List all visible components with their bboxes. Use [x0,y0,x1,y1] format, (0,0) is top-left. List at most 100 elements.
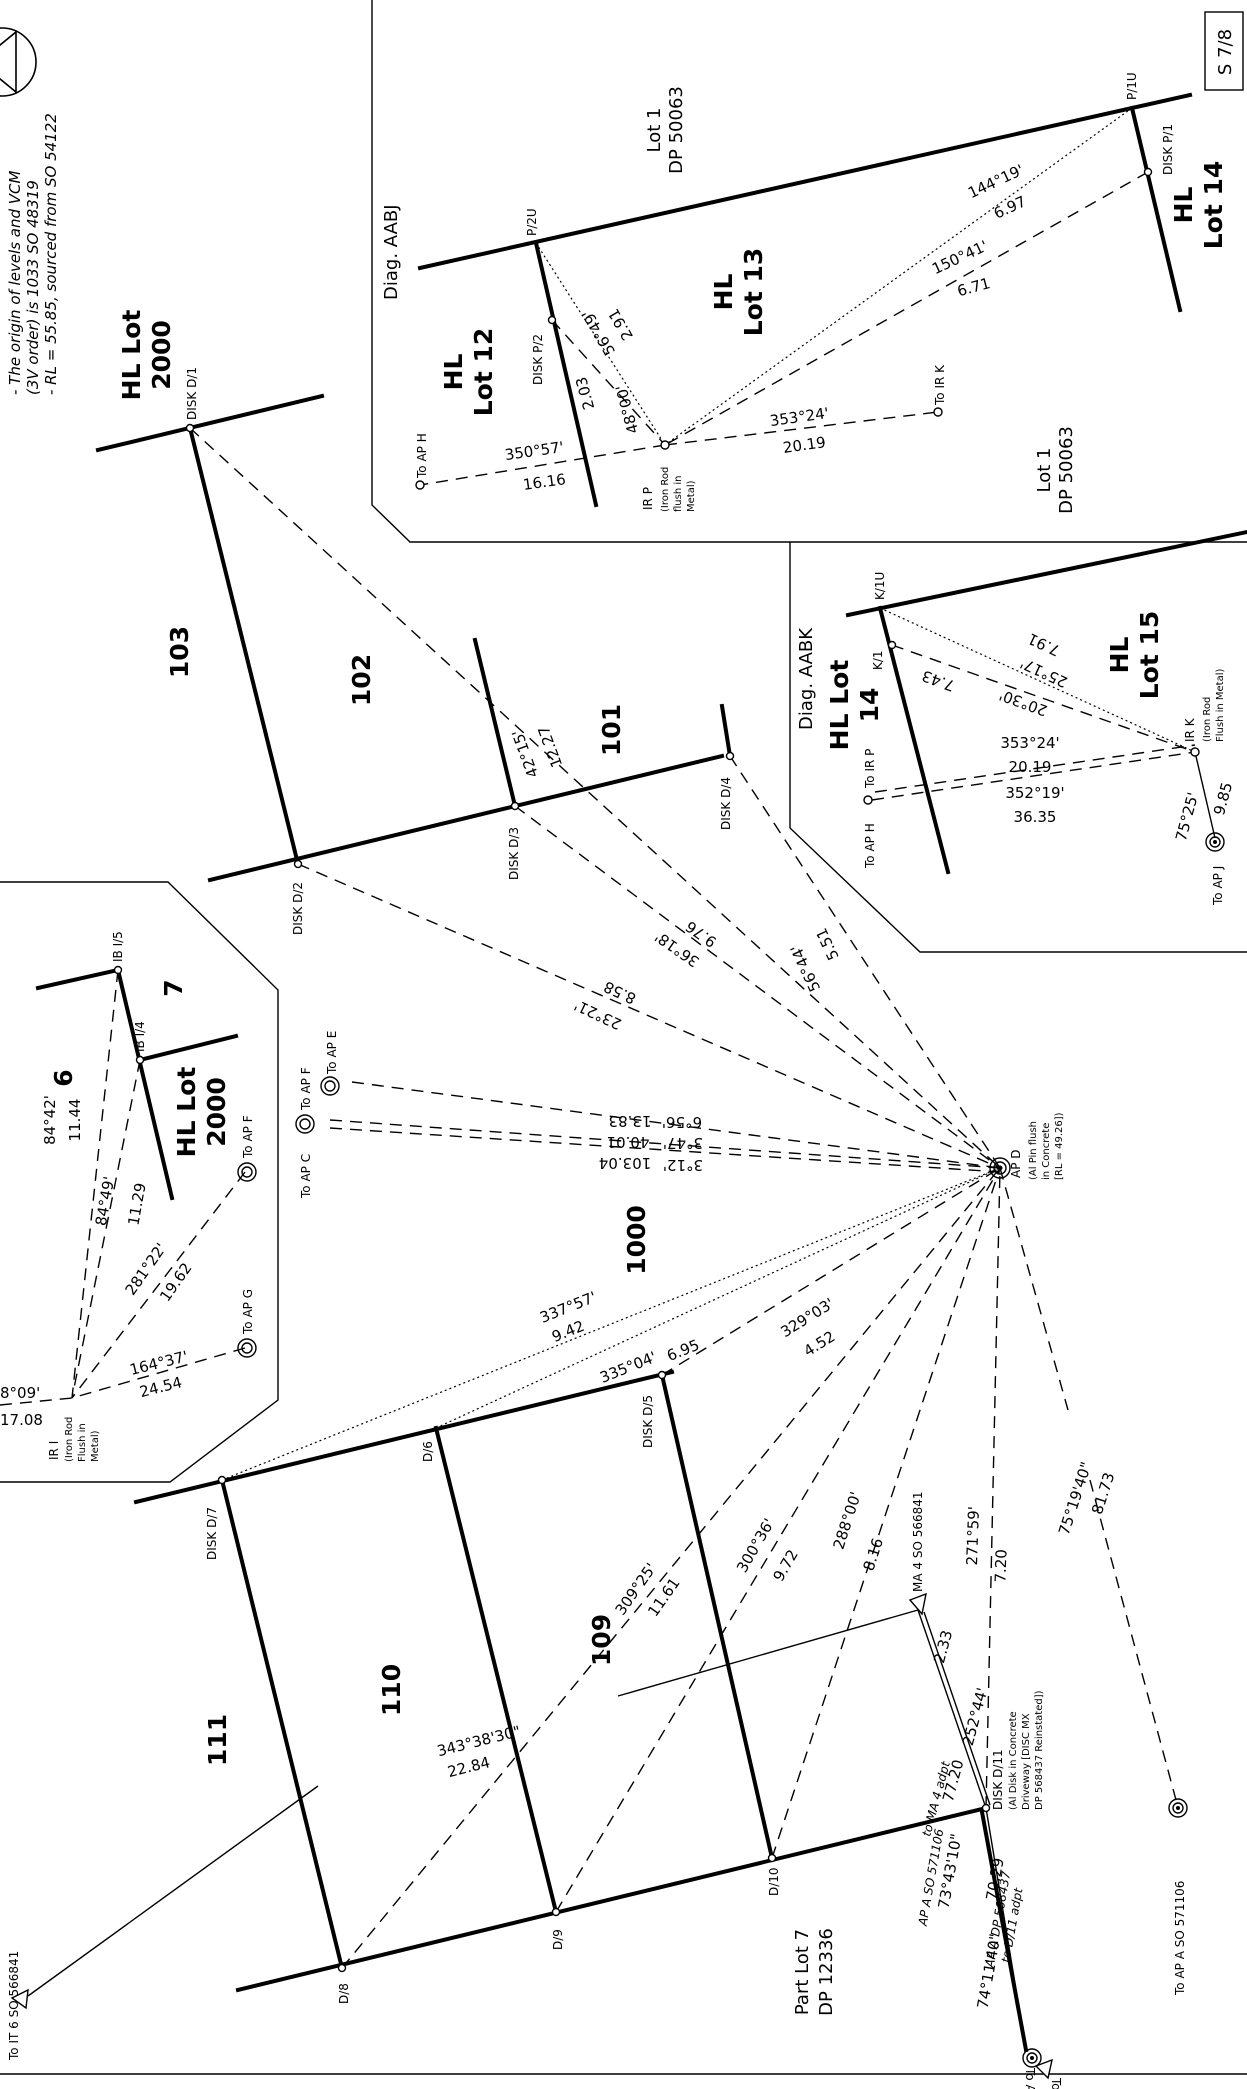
dist-972: 9.72 [770,1547,802,1585]
disk-d4-label: DISK D/4 [719,777,733,830]
ap-d-desc-1: (Al Pin flush [1028,1121,1039,1180]
disk-d7-label: DISK D/7 [205,1507,219,1560]
dist-697: 6.97 [991,192,1029,222]
lot-1000: 1000 [622,1205,651,1275]
aabk-lot1: Lot 1 [1034,448,1055,493]
hl-lot2000-left-a: HL Lot [172,1067,201,1158]
dist-8173: 81.73 [1088,1470,1118,1516]
to-it6-label: To IT 6 SO 566841 [7,1951,21,2061]
to-apa-571106-label: To AP A SO 571106 [1173,1881,1187,1996]
ap-e-icon [320,1076,340,1096]
bearing-252: 252°44' [959,1686,992,1748]
d6-label: D/6 [421,1441,435,1462]
dist-858: 8.58 [601,977,639,1007]
ib-i5-label: IB I/5 [111,931,125,962]
sheet-number: S 7/8 [1215,29,1236,75]
ap-j-icon [1205,832,1225,852]
dist-203: 2.03 [572,375,598,412]
main-plan: HL Lot 2000 103 102 101 1000 111 110 109… [7,310,1188,2089]
lot-102: 102 [347,654,376,706]
ap-d-icon [989,1157,1011,1179]
ap-d-label: AP D [1009,1150,1023,1179]
part-lot-dp: DP 12336 [816,1928,837,2016]
disk-p2-label: DISK P/2 [531,334,545,385]
disk-p1-label: DISK P/1 [1161,124,1175,175]
note-line-3: - RL = 55.85, sourced from SO 54122 [42,113,60,395]
d9-label: D/9 [551,1929,565,1950]
dist-1383: 13.83 [609,1112,652,1130]
ap-c-icon [295,1114,315,1134]
bearing-8449: 84°49' [92,1175,118,1227]
to-ir-p-label: To IR P [863,749,877,789]
bearing-2030: 20°30' [997,686,1050,720]
hl-lot15-lot: Lot 15 [1135,611,1164,700]
aabk-title: Diag. AABK [796,627,817,730]
lot7-label: 7 [159,979,188,996]
bearing-28800: 288°00' [830,1489,865,1551]
bearing-15041: 150°41' [929,237,990,278]
diagram-lot6-7: 6 7 HL Lot 2000 IB I/5 IB I/4 IR I (Iron… [0,931,257,1462]
p1u-label: P/1U [1125,72,1139,100]
ir-k-desc-1: (Iron Rod [1202,697,1213,742]
dist-1129: 11.29 [124,1181,149,1226]
bearing-16437: 164°37' [128,1347,190,1379]
to-ap-h-aabj: To AP H [415,433,429,479]
bearing-27159: 271°59' [963,1506,983,1566]
bearing-751940: 75°19'40" [1055,1460,1096,1538]
ir-i-desc-3: Metal) [90,1430,101,1462]
disk-d11-desc-3: DP 568437 Reinstated]) [1034,1690,1045,1810]
to-ap-h-aabk: To AP H [863,823,877,869]
bearing-35324-aabj: 353°24' [769,404,830,430]
diagram-aabj: Diag. AABJ Lot 1 DP 50063 HL Lot 12 HL L… [381,72,1228,512]
d10-label: D/10 [767,1867,781,1896]
to-ap-f-main: To AP F [299,1067,313,1111]
dist-791: 7.91 [1025,629,1063,659]
notes: - The origin of levels and VCM (3V order… [6,113,60,395]
to-apa-571106-bottom: To AP A SO 571106 [1023,2067,1037,2089]
disk-d11-desc-1: (Al Disk in Concrete [1008,1711,1019,1810]
disk-d5-label: DISK D/5 [641,1395,655,1448]
dist-743: 7.43 [920,667,958,695]
diagram-aabk: Diag. AABK Lot 1 DP 50063 HL Lot 14 HL L… [796,426,1247,906]
dist-4001: 40.01 [607,1133,650,1151]
dist-1144: 11.44 [66,1099,84,1142]
ir-i-desc-2: Flush in [77,1423,88,1462]
ap-a-dp-triangle-icon [1034,2058,1053,2080]
bearing-5644: 56°44' [787,942,824,995]
aabk-dp: DP 50063 [1056,426,1077,514]
bearing-35219: 352°19' [1005,784,1064,802]
dist-452: 4.52 [800,1327,838,1360]
to-ap-j-label: To AP J [1211,866,1225,906]
bearing-8442: 84°42' [41,1095,59,1145]
aabj-title: Diag. AABJ [381,204,402,300]
bearing-35324-aabk: 353°24' [1000,734,1059,752]
ir-k-label: IR K [1183,717,1197,742]
bearing-25017: 25°17' [1018,654,1071,691]
bearing-741140: 74°11'40" [974,1932,1005,2010]
bearing-4800: 48°00' [612,383,642,436]
ap-f-icon [237,1162,257,1182]
hl-lot14-aabk-a: HL Lot [825,660,854,751]
hl-lot2000-main-b: 2000 [147,320,176,390]
ir-k-desc-2: Flush in Metal) [1215,669,1226,742]
note-line-1: - The origin of levels and VCM [6,170,24,395]
to-ap-g-left: To AP G [241,1289,255,1335]
bearing-312: 3°12' [663,1156,703,1174]
ib-i4-label: IB I/4 [133,1021,147,1052]
hl-lot13-lot: Lot 13 [739,248,768,337]
hl-lot2000-left-b: 2000 [202,1077,231,1147]
disk-d11-label: DISK D/11 [991,1749,1005,1810]
bearing-30036: 300°36' [733,1515,778,1575]
to-ap-c-label: To AP C [299,1154,313,1199]
disk-d1-label: DISK D/1 [185,367,199,420]
dist-2019-aabk: 20.19 [1009,758,1052,776]
it6-triangle-icon [10,1988,29,2010]
dist-671: 6.71 [955,274,992,300]
dist-816: 8.16 [860,1536,887,1573]
north-arrow-icon [0,27,37,97]
ap-a-bottom-icon [1022,2048,1042,2068]
ir-p-desc-2: flush in [673,476,684,512]
dist-2284: 22.84 [446,1753,492,1781]
lot-101: 101 [597,704,626,756]
